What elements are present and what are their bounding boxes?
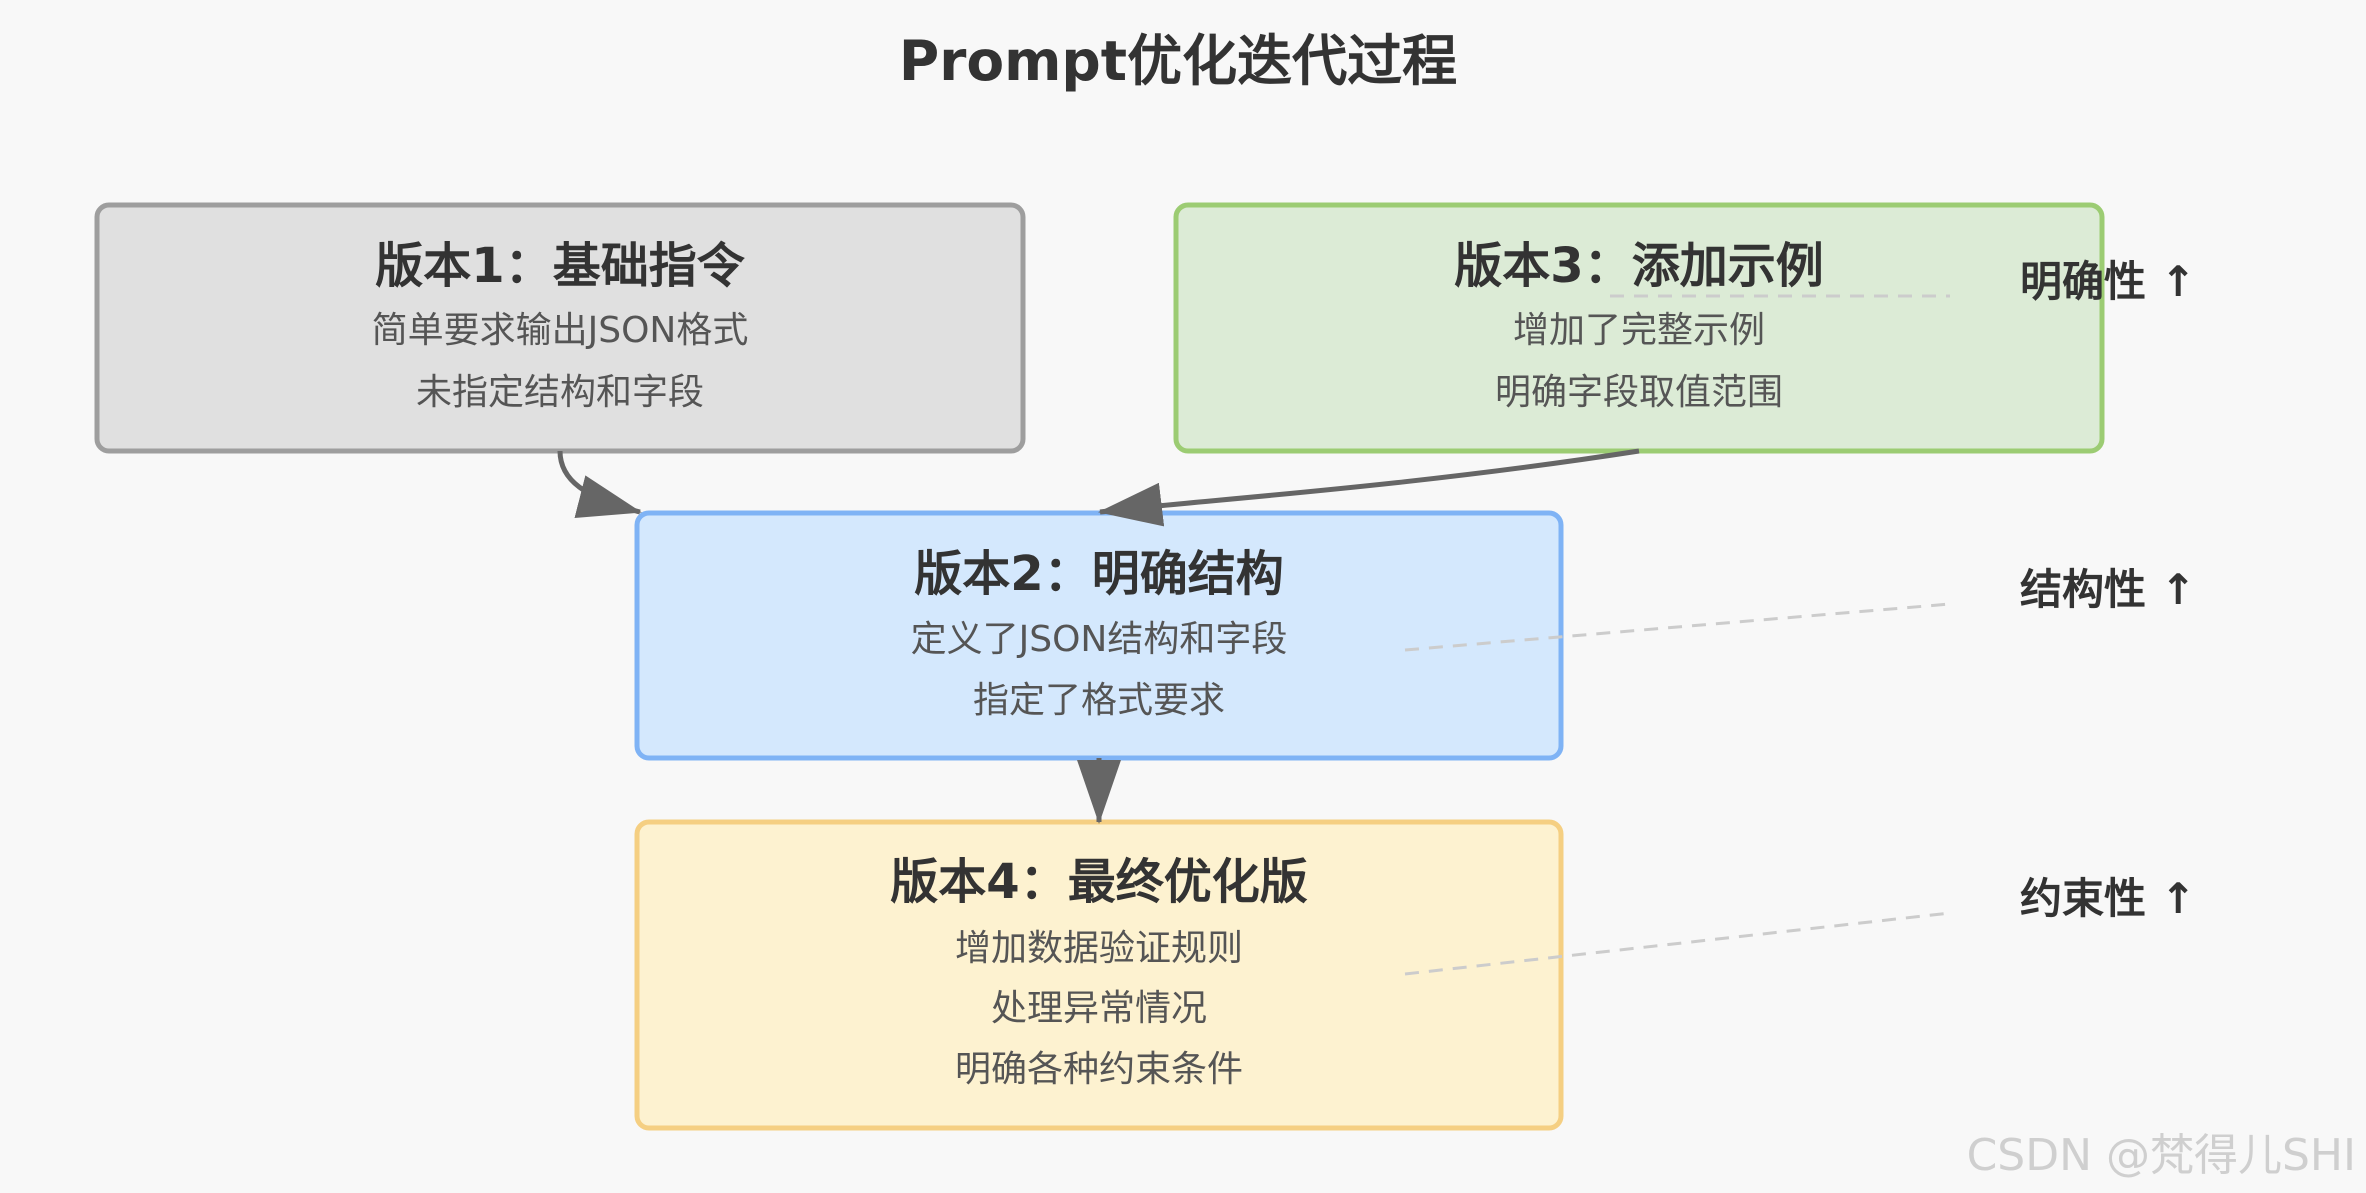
version-1-line-1: 简单要求输出JSON格式 — [372, 310, 749, 351]
version-4-line-1: 增加数据验证规则 — [955, 928, 1243, 969]
version-1-line-2: 未指定结构和字段 — [416, 372, 704, 413]
version-1-node: 版本1：基础指令 简单要求输出JSON格式 未指定结构和字段 — [94, 202, 1026, 454]
watermark: CSDN @梵得儿SHI — [1967, 1130, 2356, 1181]
version-2-line-1: 定义了JSON结构和字段 — [911, 619, 1288, 660]
version-4-line-2: 处理异常情况 — [991, 988, 1207, 1029]
version-3-line-2: 明确字段取值范围 — [1495, 372, 1783, 413]
version-2-node: 版本2：明确结构 定义了JSON结构和字段 指定了格式要求 — [634, 510, 1564, 761]
version-2-line-2: 指定了格式要求 — [973, 680, 1225, 721]
version-3-node: 版本3：添加示例 增加了完整示例 明确字段取值范围 — [1173, 202, 2105, 454]
clarity-label: 明确性 ↑ — [2020, 257, 2196, 306]
version-4-line-3: 明确各种约束条件 — [955, 1049, 1243, 1090]
version-1-title: 版本1：基础指令 — [375, 238, 745, 294]
version-2-title: 版本2：明确结构 — [914, 546, 1283, 602]
constraint-dashed-line — [1404, 911, 1951, 976]
version-3-line-1: 增加了完整示例 — [1513, 310, 1765, 351]
structure-label: 结构性 ↑ — [2020, 565, 2196, 614]
structure-dashed-line — [1404, 602, 1951, 652]
version-4-title: 版本4：最终优化版 — [890, 854, 1307, 910]
version-4-node: 版本4：最终优化版 增加数据验证规则 处理异常情况 明确各种约束条件 — [634, 819, 1564, 1131]
version-3-title: 版本3：添加示例 — [1454, 238, 1823, 294]
constraint-label: 约束性 ↑ — [2020, 874, 2196, 923]
diagram-title: Prompt优化迭代过程 — [899, 29, 1457, 93]
arrow-v3-to-v2 — [1098, 448, 1640, 527]
arrow-v1-to-v2 — [557, 450, 642, 519]
